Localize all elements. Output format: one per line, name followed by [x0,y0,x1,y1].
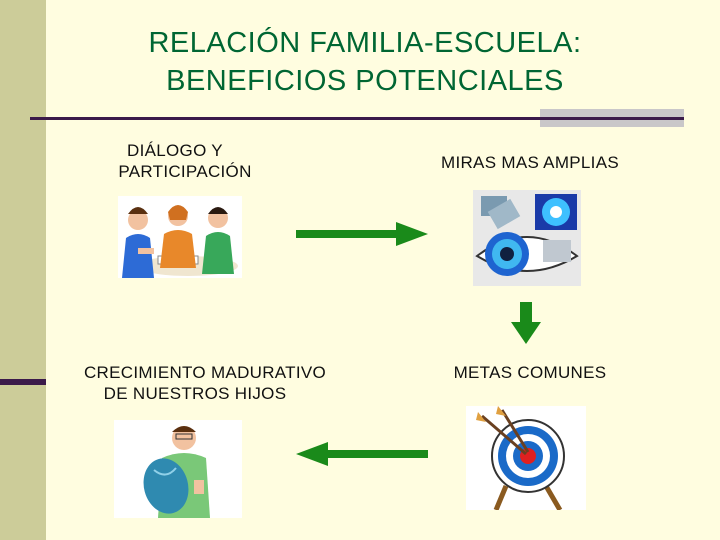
title-line-2: BENEFICIOS POTENCIALES [166,65,564,97]
left-sidebar-band [0,0,46,540]
miras-label: MIRAS MAS AMPLIAS [410,152,650,173]
sidebar-accent-bar [0,379,46,385]
target-arrows-icon [466,406,586,510]
left-arrow-icon [296,442,428,466]
crecimiento-label: CRECIMIENTO MADURATIVO DE NUESTROS HIJOS [55,362,355,404]
metas-label-line-1: METAS COMUNES [453,363,607,382]
metas-label: METAS COMUNES [420,362,640,383]
dialogo-label: DIÁLOGO Y PARTICIPACIÓN [70,140,300,182]
title-line-1: RELACIÓN FAMILIA-ESCUELA: [148,27,582,59]
eye-microscope-icon [473,190,581,286]
down-arrow-icon [511,302,541,344]
title-rule [30,117,684,120]
slide-title: RELACIÓN FAMILIA-ESCUELA: BENEFICIOS POT… [60,24,670,100]
crecimiento-label-line-1: CRECIMIENTO MADURATIVO [83,363,327,382]
people-talking-icon [118,196,242,278]
right-arrow-icon [296,222,428,246]
crecimiento-label-line-2: DE NUESTROS HIJOS [103,384,287,403]
miras-label-line-1: MIRAS MAS AMPLIAS [441,153,619,172]
dialogo-label-line-2: PARTICIPACIÓN [118,162,252,181]
dialogo-label-line-1: DIÁLOGO Y [127,141,223,160]
teacher-icon [114,420,242,518]
